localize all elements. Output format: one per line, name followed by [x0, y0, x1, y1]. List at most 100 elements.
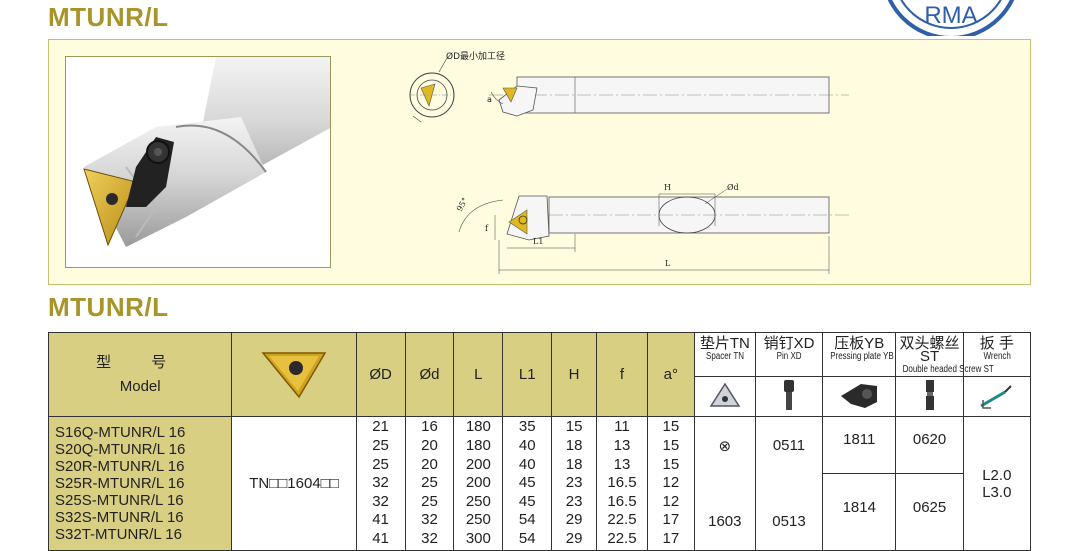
table-cell-value: 11 — [614, 418, 630, 436]
table-cell-value: 40 — [518, 437, 536, 455]
table-cell-value: 25 — [372, 455, 389, 473]
pressing-plate-icon — [841, 383, 878, 408]
screw-group1: 0620 — [912, 431, 947, 448]
col-header-H: H — [551, 332, 597, 417]
table-cell-value: 180 — [465, 418, 491, 436]
section-title-table: MTUNR/L — [48, 292, 169, 322]
table-cell-value: 200 — [465, 474, 491, 492]
model-list: S16Q-MTUNR/L 16 S20Q-MTUNR/L 16 S20R-MTU… — [47, 416, 233, 551]
label-L: L — [665, 259, 671, 268]
min-bore-callout: ØD最小加工径 — [446, 50, 505, 62]
tool-photo — [65, 56, 331, 268]
insert-code: TN□□1604□□ — [249, 475, 339, 492]
table-cell-value: 40 — [518, 455, 536, 473]
plate-header-en: Pressing plate YB — [830, 351, 894, 362]
model-header-en: Model — [119, 377, 161, 395]
triangle-insert-icon — [261, 351, 327, 398]
model-row-6: S32T-MTUNR/L 16 — [55, 526, 182, 543]
table-cell-value: 15 — [662, 418, 680, 436]
table-cell-value: 20 — [421, 437, 438, 455]
table-cell-value: 17 — [662, 529, 680, 547]
pin-icon — [783, 379, 794, 410]
screw-group2: 0625 — [912, 499, 947, 516]
table-cell-value: 15 — [565, 418, 583, 436]
table-cell-value: 45 — [518, 492, 536, 510]
table-cell-value: 41 — [372, 511, 389, 529]
logo-text: RMA — [924, 2, 977, 29]
spacer-group1: ⊗ — [718, 438, 732, 455]
table-cell-value: 22.5 — [607, 511, 637, 529]
dimension-drawings: ØD最小加工径 a H Ød 95° f L1 — [409, 50, 849, 274]
plate-image-cell — [822, 376, 897, 417]
col-header-d: Ød — [404, 332, 455, 417]
model-row-1: S20Q-MTUNR/L 16 — [55, 441, 186, 458]
table-cell-value: 23 — [565, 492, 583, 510]
spacer-header-zh: 垫片TN — [699, 335, 750, 352]
table-cell-value: 15 — [662, 437, 680, 455]
spacer-group2: 1603 — [708, 513, 742, 530]
insert-image-cell — [231, 332, 357, 417]
screw-header-en: Double headed Screw ST — [903, 364, 995, 375]
pin-image-cell — [754, 376, 824, 417]
table-cell-value: 22.5 — [607, 529, 637, 547]
spacer-icon — [709, 382, 741, 407]
table-cell-value: 23 — [565, 474, 583, 492]
col-header-screw: 双头螺丝ST Double headed Screw ST — [895, 332, 995, 377]
model-row-3: S25R-MTUNR/L 16 — [55, 475, 185, 492]
spacer-header-en: Spacer TN — [705, 351, 744, 362]
table-cell-value: 35 — [518, 418, 536, 436]
table-cell-value: 41 — [372, 529, 389, 547]
col-header-L: L — [453, 332, 504, 417]
table-cell-value: 250 — [465, 492, 491, 510]
pin-header-zh: 销钉XD — [763, 335, 815, 352]
plate-values: 1811 1814 — [822, 416, 897, 551]
plate-header-zh: 压板YB — [834, 335, 885, 352]
pin-group2: 0513 — [772, 513, 806, 530]
table-cell-value: 21 — [372, 418, 389, 436]
table-cell-value: 32 — [421, 529, 438, 547]
table-cell-value: 54 — [518, 511, 536, 529]
table-cell-value: 16 — [421, 418, 438, 436]
table-cell-value: 12 — [662, 474, 680, 492]
table-cell-value: 25 — [421, 492, 438, 510]
table-cell-value: 29 — [565, 529, 583, 547]
table-cell-value: 16.5 — [607, 492, 637, 510]
table-cell-value: 20 — [421, 455, 438, 473]
wrench-values: L2.0 L3.0 — [962, 416, 1032, 551]
table-cell-value: 25 — [421, 474, 438, 492]
table-cell-value: 29 — [565, 511, 583, 529]
insert-code-cell: TN□□1604□□ — [231, 416, 357, 551]
col-header-L1: L1 — [502, 332, 553, 417]
label-95-deg: 95° — [455, 196, 470, 213]
col-header-f: f — [596, 332, 648, 417]
table-cell-value: 250 — [465, 511, 491, 529]
col-header-spacer: 垫片TN Spacer TN — [693, 332, 756, 377]
wrench-image-cell — [962, 376, 1032, 417]
label-a-angle: a — [487, 95, 492, 104]
table-cell-value: 18 — [565, 437, 583, 455]
spec-table: 型 号 Model ØD Ød L L1 H f a° 垫片TN Spacer … — [47, 332, 1032, 551]
table-cell-value: 32 — [372, 474, 389, 492]
model-header-zh: 型 号 — [96, 353, 185, 371]
pin-group1: 0511 — [772, 437, 806, 454]
table-cell-value: 180 — [465, 437, 491, 455]
model-row-0: S16Q-MTUNR/L 16 — [55, 424, 186, 441]
pin-values: 0511 0513 — [754, 416, 824, 551]
table-cell-value: 13 — [613, 437, 631, 455]
spacer-values: ⊗ 1603 — [693, 416, 756, 551]
screw-values: 0620 0625 — [895, 416, 964, 551]
brand-logo: RMA — [887, 0, 1015, 36]
col-header-wrench: 扳 手 Wrench — [962, 332, 1032, 377]
table-cell-value: 45 — [518, 474, 536, 492]
pin-header-en: Pin XD — [776, 351, 802, 362]
label-small-d: Ød — [727, 183, 739, 192]
col-header-D: ØD — [355, 332, 406, 417]
model-row-2: S20R-MTUNR/L 16 — [55, 458, 185, 475]
model-header: 型 号 Model — [47, 332, 233, 417]
